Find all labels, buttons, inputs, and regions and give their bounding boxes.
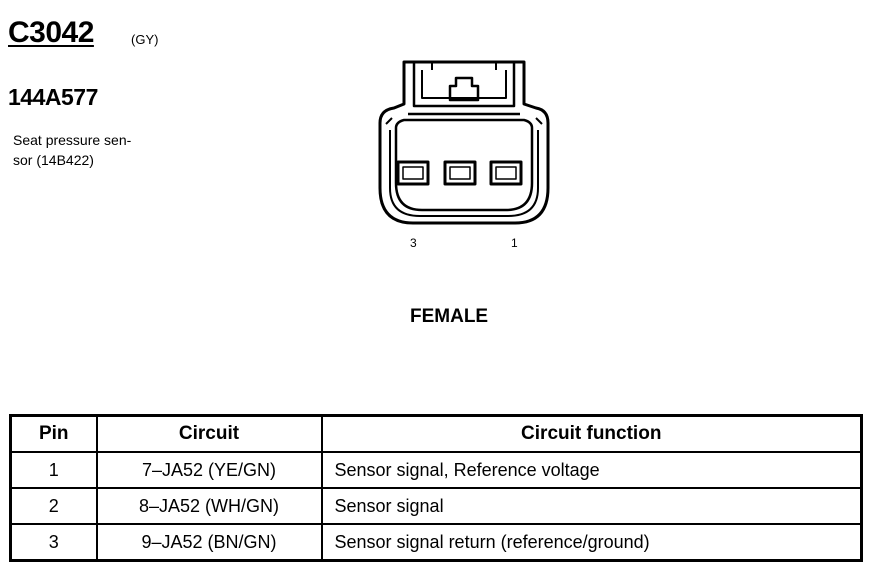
color-code: (GY) bbox=[131, 32, 159, 47]
cell-pin: 1 bbox=[9, 451, 98, 489]
table-header-row: Pin Circuit Circuit function bbox=[9, 414, 863, 453]
cell-circuit: 9–JA52 (BN/GN) bbox=[95, 523, 323, 562]
table-row: 2 8–JA52 (WH/GN) Sensor signal bbox=[9, 487, 863, 525]
cell-circuit: 8–JA52 (WH/GN) bbox=[95, 487, 323, 525]
inner-face-outline bbox=[394, 118, 534, 212]
header-pin: Pin bbox=[9, 414, 98, 453]
connector-id: C3042 bbox=[8, 16, 94, 49]
pin-number-label-3: 3 bbox=[410, 236, 417, 250]
pinout-table: Pin Circuit Circuit function 1 7–JA52 (Y… bbox=[9, 414, 863, 562]
header-circuit-function: Circuit function bbox=[320, 414, 863, 453]
connector-gender-label: FEMALE bbox=[410, 306, 489, 327]
description-line-2: sor (14B422) bbox=[13, 152, 94, 168]
cell-circuit: 7–JA52 (YE/GN) bbox=[95, 451, 323, 489]
table-row: 3 9–JA52 (BN/GN) Sensor signal return (r… bbox=[9, 523, 863, 562]
cell-circuit-function: Sensor signal bbox=[320, 487, 863, 525]
connector-face-diagram bbox=[378, 60, 550, 225]
description-line-1: Seat pressure sen- bbox=[13, 132, 132, 148]
pin-cavity-3 bbox=[396, 160, 430, 186]
pin-cavity-2 bbox=[443, 160, 477, 186]
part-number: 144A577 bbox=[8, 84, 98, 110]
table-row: 1 7–JA52 (YE/GN) Sensor signal, Referenc… bbox=[9, 451, 863, 489]
locking-tab bbox=[412, 62, 516, 108]
pin-cavity-1 bbox=[489, 160, 523, 186]
cell-circuit-function: Sensor signal return (reference/ground) bbox=[320, 523, 863, 562]
cell-pin: 2 bbox=[9, 487, 98, 525]
pin-number-label-1: 1 bbox=[511, 236, 518, 250]
cell-pin: 3 bbox=[9, 523, 98, 562]
cell-circuit-function: Sensor signal, Reference voltage bbox=[320, 451, 863, 489]
housing-outline bbox=[378, 60, 550, 225]
connector-description: Seat pressure sen- sor (14B422) bbox=[13, 130, 173, 170]
header-circuit: Circuit bbox=[95, 414, 323, 453]
